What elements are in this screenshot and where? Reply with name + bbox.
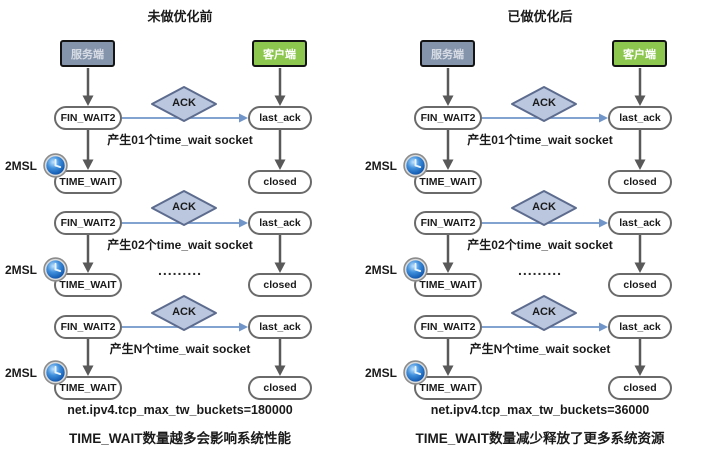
ellipsis-dots: ......... <box>157 262 202 278</box>
ack-diamond-label: ACK <box>172 97 196 109</box>
cycle-caption: 产生N个time_wait socket <box>469 342 611 356</box>
client-box: 客户端 <box>612 40 667 67</box>
state-time-wait: TIME_WAIT <box>414 170 482 194</box>
clock-icon <box>43 257 68 282</box>
state-closed: closed <box>248 376 312 400</box>
state-fin-wait2: FIN_WAIT2 <box>414 211 482 235</box>
clock-icon <box>403 257 428 282</box>
ack-diamond-label: ACK <box>532 201 556 213</box>
clock-icon <box>403 360 428 385</box>
cycle-caption: 产生01个time_wait socket <box>467 133 613 147</box>
state-time-wait: TIME_WAIT <box>54 376 122 400</box>
server-box: 服务端 <box>60 40 115 67</box>
ack-diamond-label: ACK <box>172 306 196 318</box>
panel-summary: TIME_WAIT数量减少释放了更多系统资源 <box>415 431 665 446</box>
state-time-wait: TIME_WAIT <box>414 376 482 400</box>
state-fin-wait2: FIN_WAIT2 <box>54 211 122 235</box>
state-time-wait: TIME_WAIT <box>54 273 122 297</box>
state-time-wait: TIME_WAIT <box>414 273 482 297</box>
ack-diamond-label: ACK <box>532 97 556 109</box>
msl-label: 2MSL <box>365 263 398 277</box>
state-last-ack: last_ack <box>248 315 312 339</box>
state-closed: closed <box>608 376 672 400</box>
state-last-ack: last_ack <box>248 106 312 130</box>
state-last-ack: last_ack <box>608 106 672 130</box>
ack-diamond-label: ACK <box>532 306 556 318</box>
state-fin-wait2: FIN_WAIT2 <box>54 106 122 130</box>
panel-before-optimization: 未做优化前 服务端 客户端 FIN_WAIT2 ACK last_ack 产生0… <box>5 9 312 446</box>
state-fin-wait2: FIN_WAIT2 <box>414 106 482 130</box>
sysctl-setting: net.ipv4.tcp_max_tw_buckets=180000 <box>67 403 293 417</box>
state-closed: closed <box>248 170 312 194</box>
panel-summary: TIME_WAIT数量越多会影响系统性能 <box>69 431 291 446</box>
cycle-caption: 产生02个time_wait socket <box>467 238 613 252</box>
state-last-ack: last_ack <box>608 211 672 235</box>
state-closed: closed <box>608 273 672 297</box>
cycle-caption: 产生01个time_wait socket <box>107 133 253 147</box>
msl-label: 2MSL <box>5 263 38 277</box>
cycle-caption: 产生02个time_wait socket <box>107 238 253 252</box>
ack-diamond-label: ACK <box>172 201 196 213</box>
msl-label: 2MSL <box>365 366 398 380</box>
clock-icon <box>43 153 68 178</box>
panel-after-optimization: 已做优化后 服务端 客户端 FIN_WAIT2 ACK last_ack 产生0… <box>360 0 720 452</box>
cycle-caption: 产生N个time_wait socket <box>109 342 251 356</box>
state-last-ack: last_ack <box>248 211 312 235</box>
panel-title: 未做优化前 <box>147 9 213 24</box>
clock-icon <box>403 153 428 178</box>
sysctl-setting: net.ipv4.tcp_max_tw_buckets=36000 <box>430 403 650 417</box>
server-box: 服务端 <box>420 40 475 67</box>
panel-title: 已做优化后 <box>507 9 573 24</box>
clock-icon <box>43 360 68 385</box>
msl-label: 2MSL <box>5 159 38 173</box>
state-time-wait: TIME_WAIT <box>54 170 122 194</box>
ellipsis-dots: ......... <box>517 262 562 278</box>
state-last-ack: last_ack <box>608 315 672 339</box>
state-closed: closed <box>248 273 312 297</box>
client-box: 客户端 <box>252 40 307 67</box>
state-fin-wait2: FIN_WAIT2 <box>54 315 122 339</box>
msl-label: 2MSL <box>5 366 38 380</box>
msl-label: 2MSL <box>365 159 398 173</box>
state-closed: closed <box>608 170 672 194</box>
state-fin-wait2: FIN_WAIT2 <box>414 315 482 339</box>
